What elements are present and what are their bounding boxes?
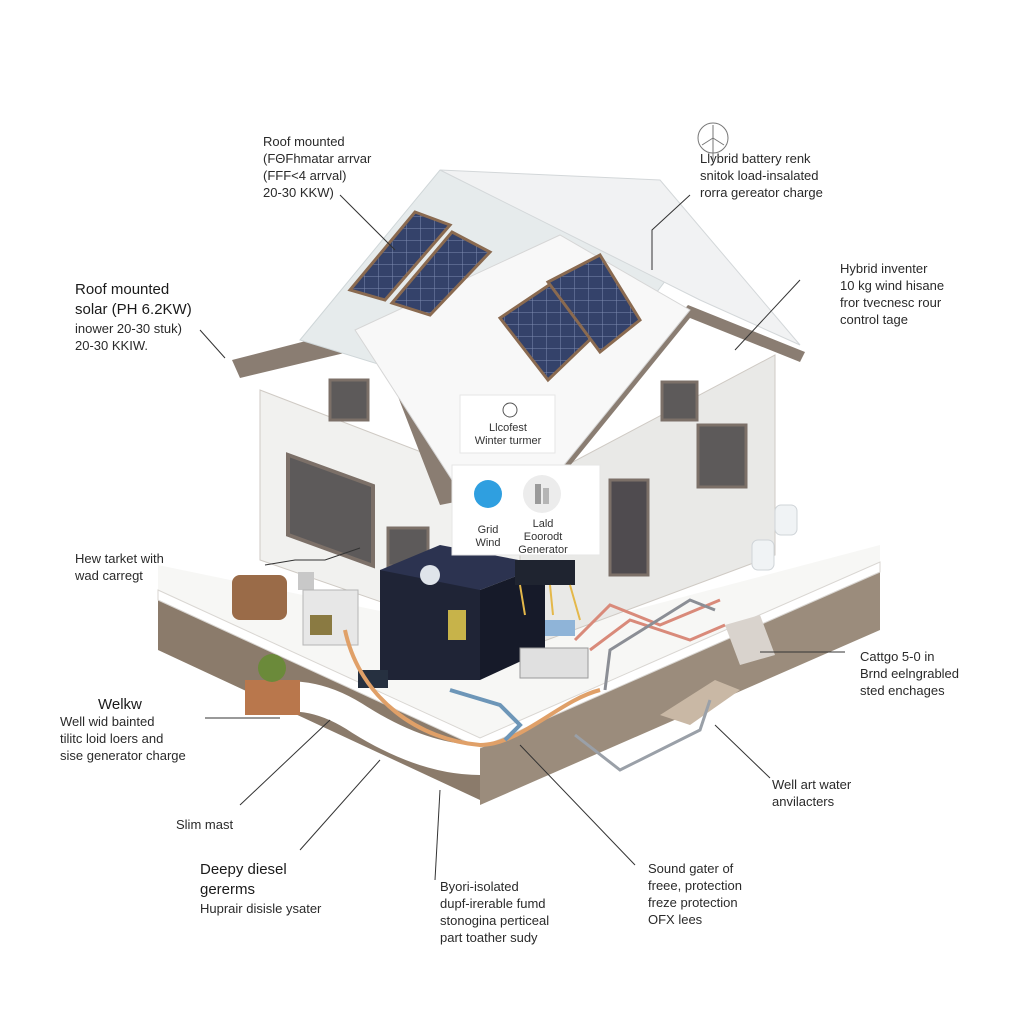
- bench: [660, 680, 740, 725]
- label-heat-tank: Hew tarket with wad carregt: [75, 550, 164, 584]
- label-line: Brnd eelngrabled: [860, 666, 960, 681]
- chip-line: Wind: [475, 537, 501, 549]
- label-line: inower 20-30 stuk): [75, 321, 182, 336]
- label-line: tilitc loid loers and: [60, 731, 164, 746]
- window: [660, 380, 699, 422]
- label-line: Roof mounted: [75, 281, 170, 298]
- label-line: (FFF<4 arrval): [263, 168, 347, 183]
- chip-line: Winter turmer: [474, 435, 542, 447]
- leader-lines: [199, 194, 845, 881]
- label-line: wad carregt: [75, 568, 143, 583]
- label-line: gererms: [200, 881, 256, 898]
- winter-card: [459, 394, 556, 454]
- label-line: 20-30 KKW): [263, 185, 334, 200]
- label-line: snitok load-insalated: [700, 168, 819, 183]
- chip-cards: [451, 122, 729, 556]
- label-line: Llybrid battery renk: [700, 151, 811, 166]
- label-line: Hybrid inventer: [840, 261, 928, 276]
- door: [608, 478, 650, 577]
- label-diesel: Deepy diesel gererms Huprair disisle ysa…: [200, 860, 321, 917]
- label-line: Roof mounted: [263, 134, 345, 149]
- label-well: Welkw Well wid bainted tilitc loid loers…: [60, 696, 186, 764]
- label-line: Hew tarket with: [75, 551, 164, 566]
- window: [328, 378, 370, 422]
- label-line: OFX lees: [648, 912, 703, 927]
- label-isolated: Byori-isolated dupf-irerable fumd stonog…: [440, 878, 549, 946]
- label-line: Cattgo 5-0 in: [860, 649, 935, 664]
- label-roof-top: Roof mounted (FΘFhmatar arrvar (FFF<4 ar…: [263, 133, 371, 201]
- globe-icon: [474, 480, 502, 508]
- label-line: fror tvecnesc rour: [840, 295, 942, 310]
- controller: [358, 670, 388, 688]
- label-line: Well wid bainted: [60, 714, 155, 729]
- window: [286, 452, 375, 569]
- water-tank: [751, 539, 775, 571]
- label-sound: Sound gater of freee, protection freze p…: [648, 860, 742, 928]
- chip-generator: Lald Eoorodt Generator: [513, 518, 573, 557]
- heat-tank: [232, 575, 287, 620]
- water-tank: [774, 504, 798, 536]
- label-line: (FΘFhmatar arrvar: [263, 151, 372, 166]
- pipes: [343, 584, 726, 772]
- label-line: Slim mast: [176, 817, 234, 832]
- label-line: control tage: [840, 312, 908, 327]
- label-slim-mast: Slim mast: [176, 816, 233, 833]
- label-line: 20-30 KKIW.: [75, 338, 148, 353]
- label-well-water: Well art water anvilacters: [772, 776, 851, 810]
- chip-line: Llcofest: [489, 422, 527, 434]
- chip-line: Eoorodt: [523, 531, 563, 543]
- label-line: dupf-irerable fumd: [440, 896, 546, 911]
- label-line: Byori-isolated: [440, 879, 519, 894]
- label-line: sise generator charge: [60, 748, 186, 763]
- label-line: 10 kg wind hisane: [840, 278, 945, 293]
- label-line: Deepy diesel: [200, 861, 287, 878]
- window: [696, 423, 748, 489]
- label-line: rorra gereator charge: [700, 185, 823, 200]
- label-line: anvilacters: [772, 794, 835, 809]
- label-line: Huprair disisle ysater: [200, 901, 322, 916]
- label-line: Well art water: [772, 777, 852, 792]
- chip-line: Generator: [518, 544, 568, 556]
- solar-panels: [347, 210, 642, 383]
- planter-box: [245, 680, 300, 715]
- grid-generator-card: [451, 464, 601, 556]
- chip-winter: Llcofest Winter turmer: [462, 422, 554, 448]
- label-inverter: Hybrid inventer 10 kg wind hisane fror t…: [840, 260, 944, 328]
- label-line: solar (PH 6.2KW): [75, 301, 192, 318]
- generator-icon: [523, 475, 561, 513]
- label-roof-left: Roof mounted solar (PH 6.2KW) inower 20-…: [75, 280, 192, 354]
- label-line: freze protection: [648, 895, 738, 910]
- roof-back-right: [439, 169, 801, 346]
- gear-diagram-icon: [502, 402, 518, 418]
- label-line: freee, protection: [648, 878, 742, 893]
- label-cattgo: Cattgo 5-0 in Brnd eelngrabled sted ench…: [860, 648, 959, 699]
- label-line: Sound gater of: [648, 861, 734, 876]
- label-line: part toather sudy: [440, 930, 538, 945]
- label-line: stonogina perticeal: [440, 913, 550, 928]
- label-line: sted enchages: [860, 683, 945, 698]
- label-line: Welkw: [98, 696, 142, 713]
- equipment: [232, 504, 798, 725]
- junction-box: [519, 647, 589, 679]
- chip-grid: Grid Wind: [466, 524, 510, 550]
- inverter-panel: [515, 560, 575, 585]
- chip-line: Lald: [532, 518, 554, 530]
- label-battery: Llybrid battery renk snitok load-insalat…: [700, 150, 823, 201]
- chip-line: Grid: [477, 524, 499, 536]
